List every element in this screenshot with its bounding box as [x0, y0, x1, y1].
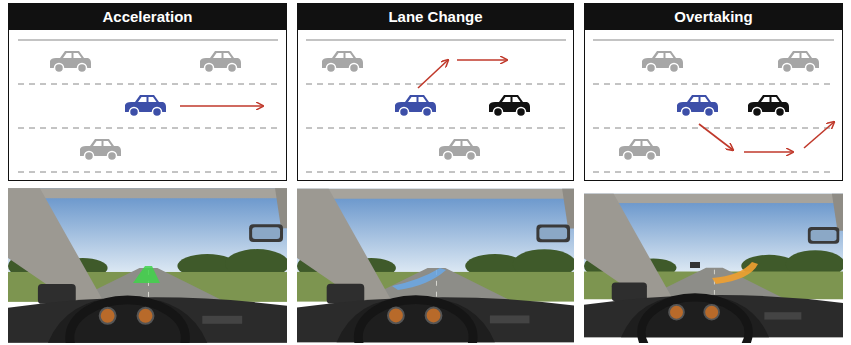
panel-title: Acceleration: [9, 4, 286, 30]
panel-title: Overtaking: [585, 4, 842, 30]
panel-box: Acceleration: [8, 3, 287, 181]
panel-box: Lane Change: [297, 3, 574, 181]
panel-box: Overtaking: [584, 3, 843, 181]
panel-title: Lane Change: [298, 4, 573, 30]
